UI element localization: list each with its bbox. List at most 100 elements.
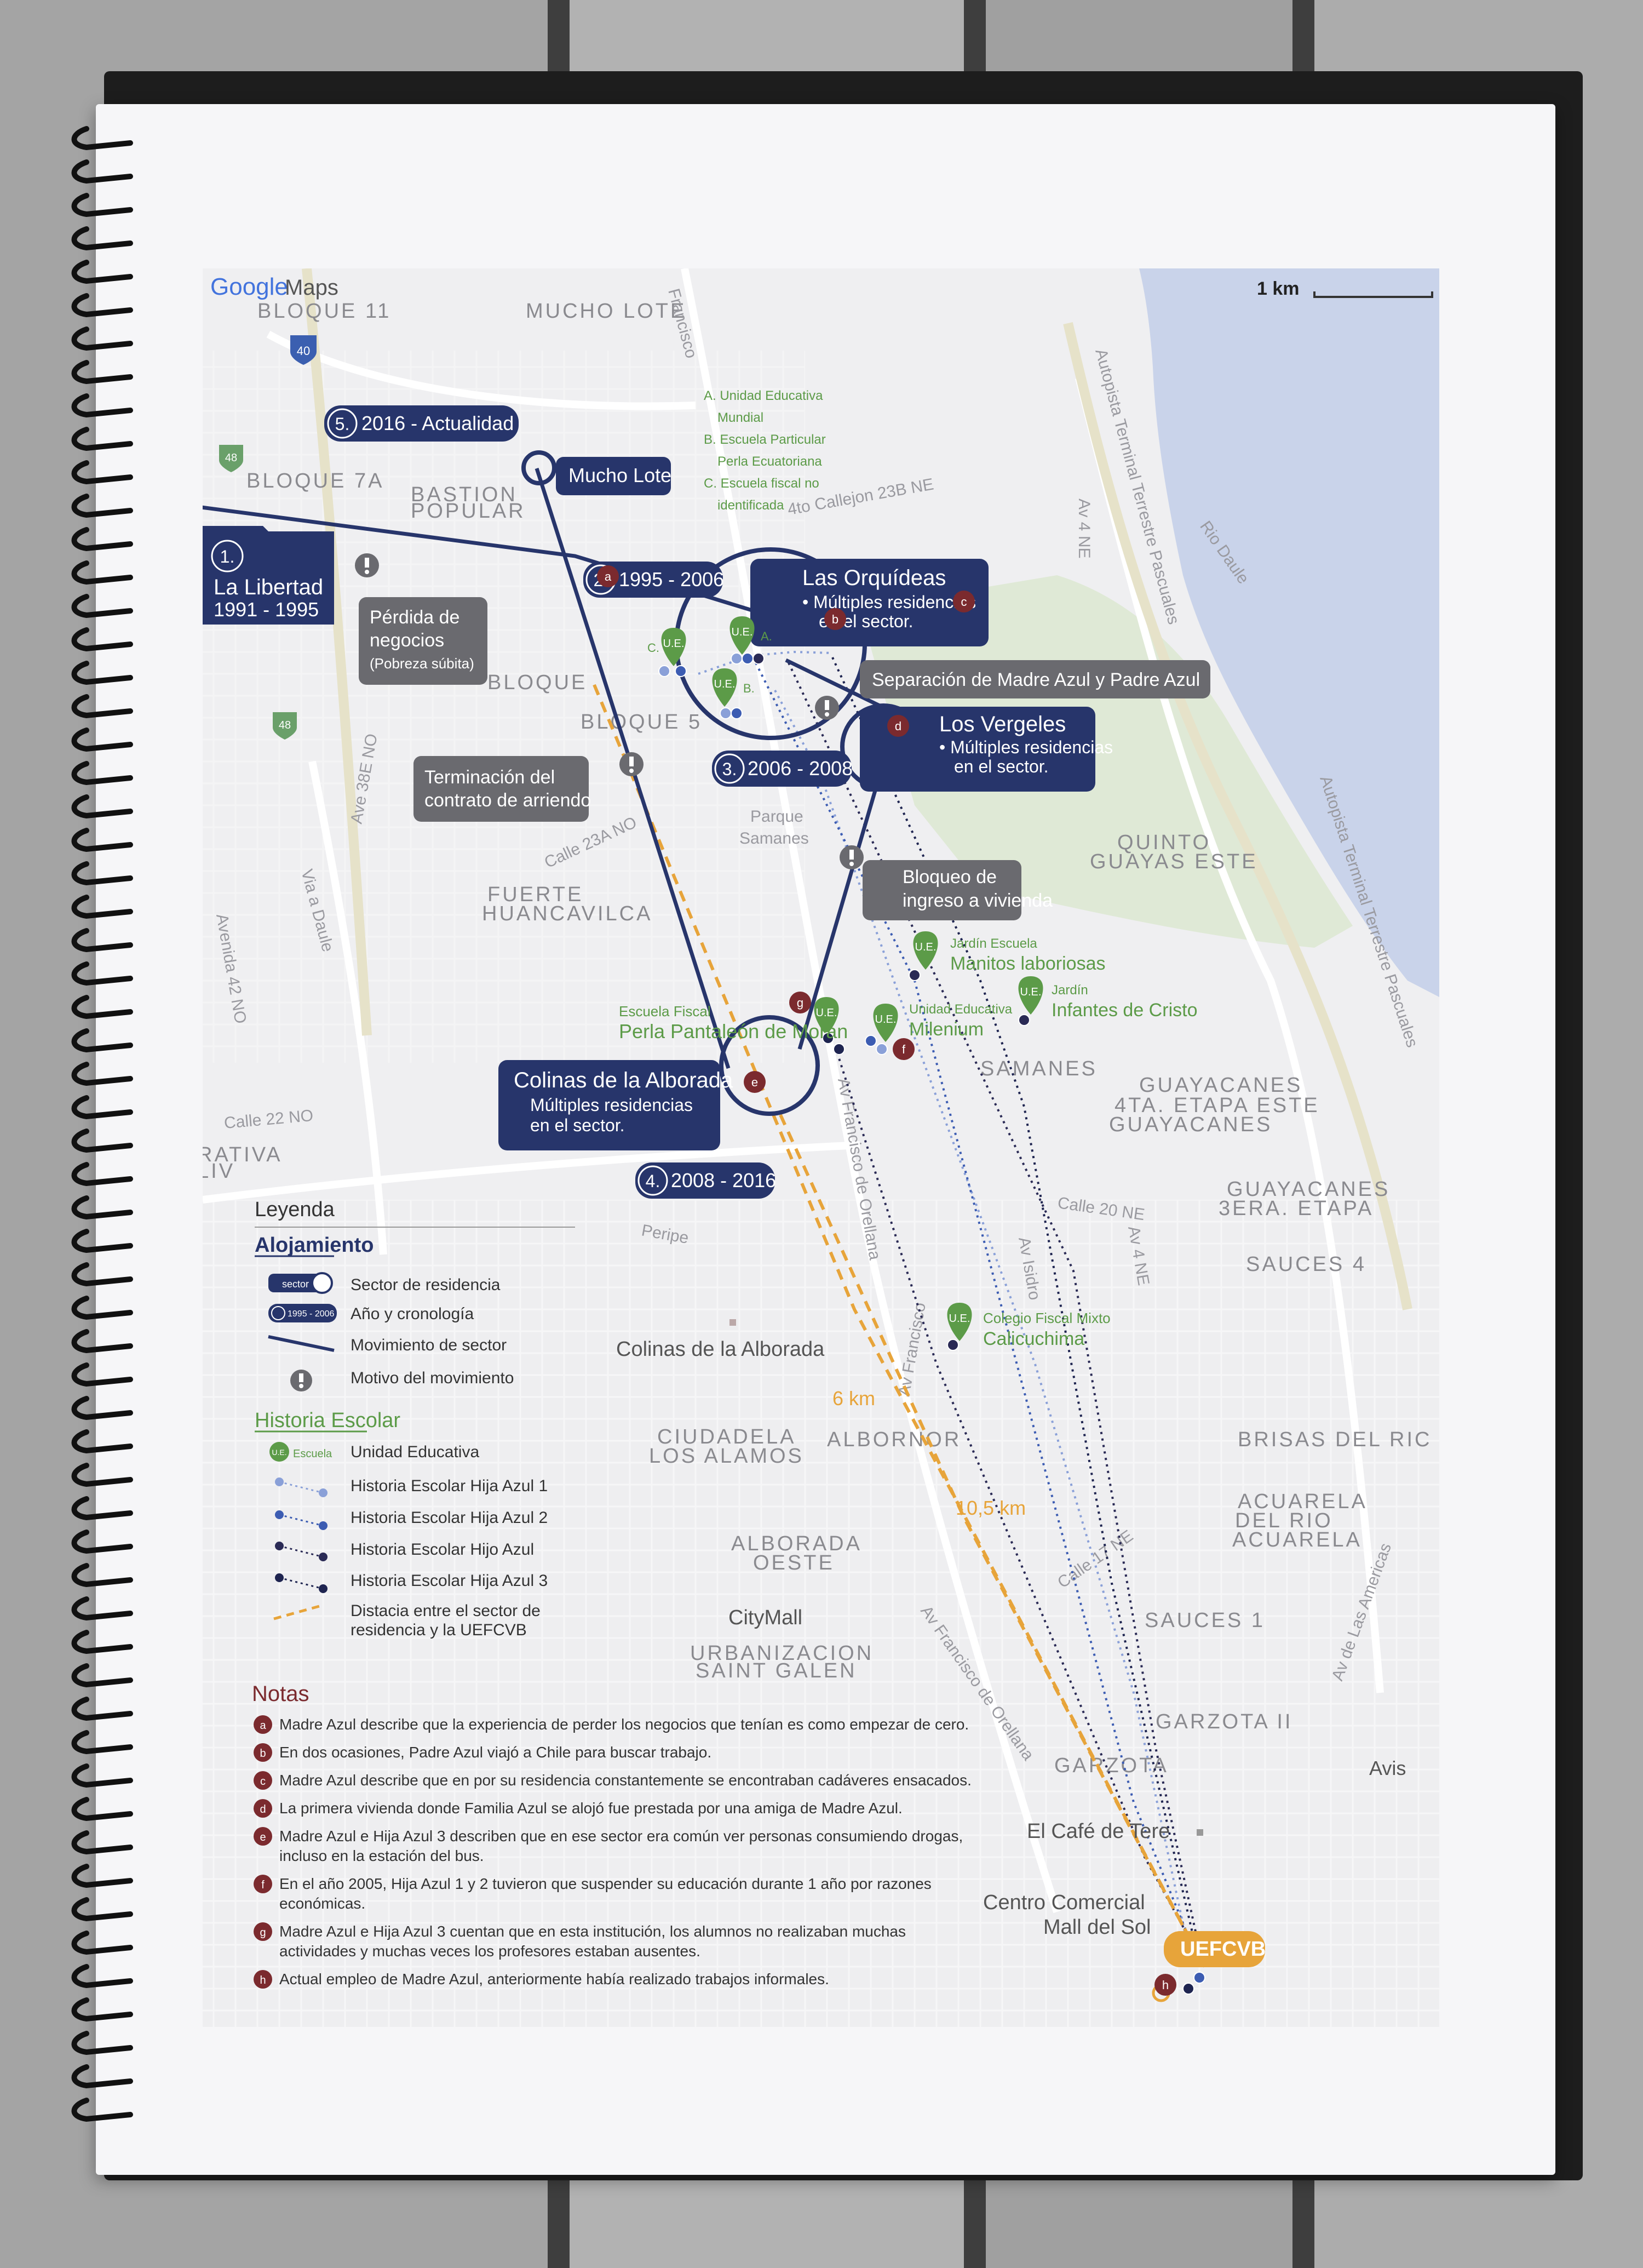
callout-2006-2008[interactable]: 3. 2006 - 2008: [712, 751, 853, 787]
note-marker-letter: b: [832, 612, 838, 626]
nota-marker: b: [260, 1748, 266, 1760]
place-mall-del-sol: Mall del Sol: [1043, 1916, 1151, 1939]
school-manitos-name: Manitos laboriosas: [950, 953, 1105, 974]
schools-key-line: Mundial: [717, 410, 763, 425]
neighborhood-label: BLOQUE 11: [257, 300, 391, 323]
svg-text:Separación de Madre Azul y Pad: Separación de Madre Azul y Padre Azul: [872, 669, 1200, 690]
legend-item: Historia Escolar Hija Azul 3: [351, 1572, 548, 1590]
svg-text:Mucho Lote: Mucho Lote: [568, 464, 671, 486]
legend-historia-heading: Historia Escolar: [255, 1409, 400, 1432]
neighborhood-label: SAUCES 1: [1145, 1609, 1265, 1632]
callout-colinas-alborada[interactable]: Colinas de la Alborada Múltiples residen…: [498, 1060, 733, 1150]
note-marker-c[interactable]: c: [953, 591, 975, 612]
svg-text:2006 - 2008: 2006 - 2008: [748, 757, 853, 780]
neighborhood-label: ACUARELA: [1238, 1490, 1368, 1513]
school-calicuchima-small: Colegio Fiscal Mixto: [983, 1310, 1111, 1326]
svg-text:• Múltiples residencias: • Múltiples residencias: [939, 737, 1113, 757]
callout-las-orquideas[interactable]: Las Orquídeas • Múltiples residencias en…: [750, 559, 989, 646]
note-marker-d[interactable]: d: [887, 715, 909, 737]
nota-text: En dos ocasiones, Padre Azul viajó a Chi…: [279, 1744, 711, 1761]
history-point: [909, 969, 921, 981]
note-marker-a[interactable]: a: [597, 565, 619, 587]
history-point: [947, 1339, 959, 1351]
note-marker-letter: d: [895, 719, 901, 733]
svg-text:ingreso a vivienda: ingreso a vivienda: [903, 890, 1053, 911]
history-point: [822, 1032, 834, 1044]
legend-item: Historia Escolar Hijo Azul: [351, 1540, 534, 1559]
svg-text:1.: 1.: [220, 547, 235, 566]
note-marker-f[interactable]: f: [893, 1038, 915, 1060]
note-marker-b[interactable]: b: [824, 608, 846, 630]
callout-bloqueo-ingreso[interactable]: Bloqueo de ingreso a vivienda: [863, 860, 1053, 920]
svg-text:2016 - Actualidad: 2016 - Actualidad: [361, 412, 514, 434]
note-marker-g[interactable]: g: [789, 992, 811, 1013]
callout-2016-actualidad[interactable]: 5. 2016 - Actualidad: [324, 405, 519, 442]
history-point: [833, 1043, 845, 1055]
school-pin-icon[interactable]: U.E.A.: [729, 616, 772, 655]
callout-2008-2016[interactable]: 4. 2008 - 2016: [635, 1162, 776, 1199]
school-pin-icon[interactable]: U.E.: [814, 997, 839, 1035]
callout-mucho-lote[interactable]: Mucho Lote: [556, 457, 671, 495]
callout-1995-2006[interactable]: 2. 1995 - 2006: [583, 562, 724, 598]
callout-separacion[interactable]: Separación de Madre Azul y Padre Azul: [860, 660, 1210, 698]
svg-text:Escuela: Escuela: [293, 1448, 332, 1460]
nota-text: Madre Azul e Hija Azul 3 describen que e…: [279, 1828, 963, 1845]
note-marker-letter: f: [902, 1043, 906, 1056]
note-marker-h[interactable]: h: [1154, 1974, 1176, 1996]
history-point: [876, 1043, 888, 1055]
nota-text: económicas.: [279, 1895, 365, 1912]
scale-label: 1 km: [1257, 278, 1300, 299]
nota-text: incluso en la estación del bus.: [279, 1847, 484, 1864]
school-pin-icon[interactable]: U.E.: [913, 931, 938, 970]
legend-school-symbol: U.E. Escuela: [269, 1442, 332, 1462]
svg-text:en el sector.: en el sector.: [954, 757, 1049, 776]
school-pin-icon[interactable]: U.E.: [947, 1303, 972, 1341]
school-pin-icon[interactable]: U.E.B.: [712, 668, 755, 707]
distance-lines: [593, 684, 1207, 1968]
school-pin-icon[interactable]: U.E.: [873, 1004, 898, 1042]
scale-bar: 1 km: [1257, 278, 1433, 299]
street-label: Parque: [750, 807, 803, 826]
place-colinas: Colinas de la Alborada: [616, 1338, 825, 1361]
history-point: [742, 652, 754, 665]
note-marker-e[interactable]: e: [744, 1071, 766, 1093]
callout-la-libertad[interactable]: 1. La Libertad 1991 - 1995: [203, 526, 334, 625]
neighborhood-label: BLOQUE 5: [581, 711, 702, 734]
legend-sector-symbol: sector: [268, 1272, 333, 1294]
callout-los-vergeles[interactable]: Los Vergeles • Múltiples residencias en …: [860, 707, 1113, 792]
legend-item: Sector de residencia: [351, 1276, 501, 1294]
schools-key-line: B. Escuela Particular: [704, 432, 826, 447]
svg-text:sector: sector: [282, 1279, 309, 1290]
svg-text:5.: 5.: [335, 414, 350, 434]
school-pin-label: U.E.: [949, 1313, 970, 1325]
svg-text:1991 - 1995: 1991 - 1995: [214, 598, 319, 621]
school-pin-icon[interactable]: U.E.C.: [647, 628, 686, 666]
legend-item: Movimiento de sector: [351, 1336, 507, 1354]
legend-item: Año y cronología: [351, 1305, 474, 1323]
history-point: [731, 652, 743, 665]
neighborhood-label: SAMANES: [980, 1057, 1098, 1080]
school-pin-icon[interactable]: U.E.: [1018, 976, 1043, 1015]
nota-text: actividades y muchas veces los profesore…: [279, 1943, 700, 1960]
neighborhood-label: RATIVA: [203, 1143, 283, 1166]
svg-text:Colinas de la Alborada: Colinas de la Alborada: [514, 1068, 733, 1092]
neighborhood-label: LIV: [203, 1160, 235, 1183]
motive-markers: [355, 553, 864, 869]
google-maps-logo: Google Maps: [210, 273, 338, 300]
school-calicuchima-name: Calicuchima: [983, 1328, 1084, 1349]
school-pin-label: U.E.: [915, 941, 937, 953]
svg-text:Terminación del: Terminación del: [424, 767, 555, 788]
school-pin-letter: A.: [761, 629, 772, 643]
history-point: [865, 1035, 877, 1047]
svg-text:en el sector.: en el sector.: [530, 1115, 625, 1135]
callout-terminacion-contrato[interactable]: Terminación del contrato de arriendo: [413, 756, 591, 822]
svg-text:4.: 4.: [646, 1171, 660, 1191]
neighborhood-label: BLOQUE 7A: [246, 469, 384, 492]
notas-title: Notas: [252, 1682, 309, 1706]
callout-perdida-de-negocios[interactable]: Pérdida de negocios (Pobreza súbita): [359, 597, 487, 685]
legend-item: residencia y la UEFCVB: [351, 1621, 527, 1639]
nota-text: Madre Azul e Hija Azul 3 cuentan que en …: [279, 1923, 906, 1940]
school-pin-letter: B.: [743, 681, 755, 695]
